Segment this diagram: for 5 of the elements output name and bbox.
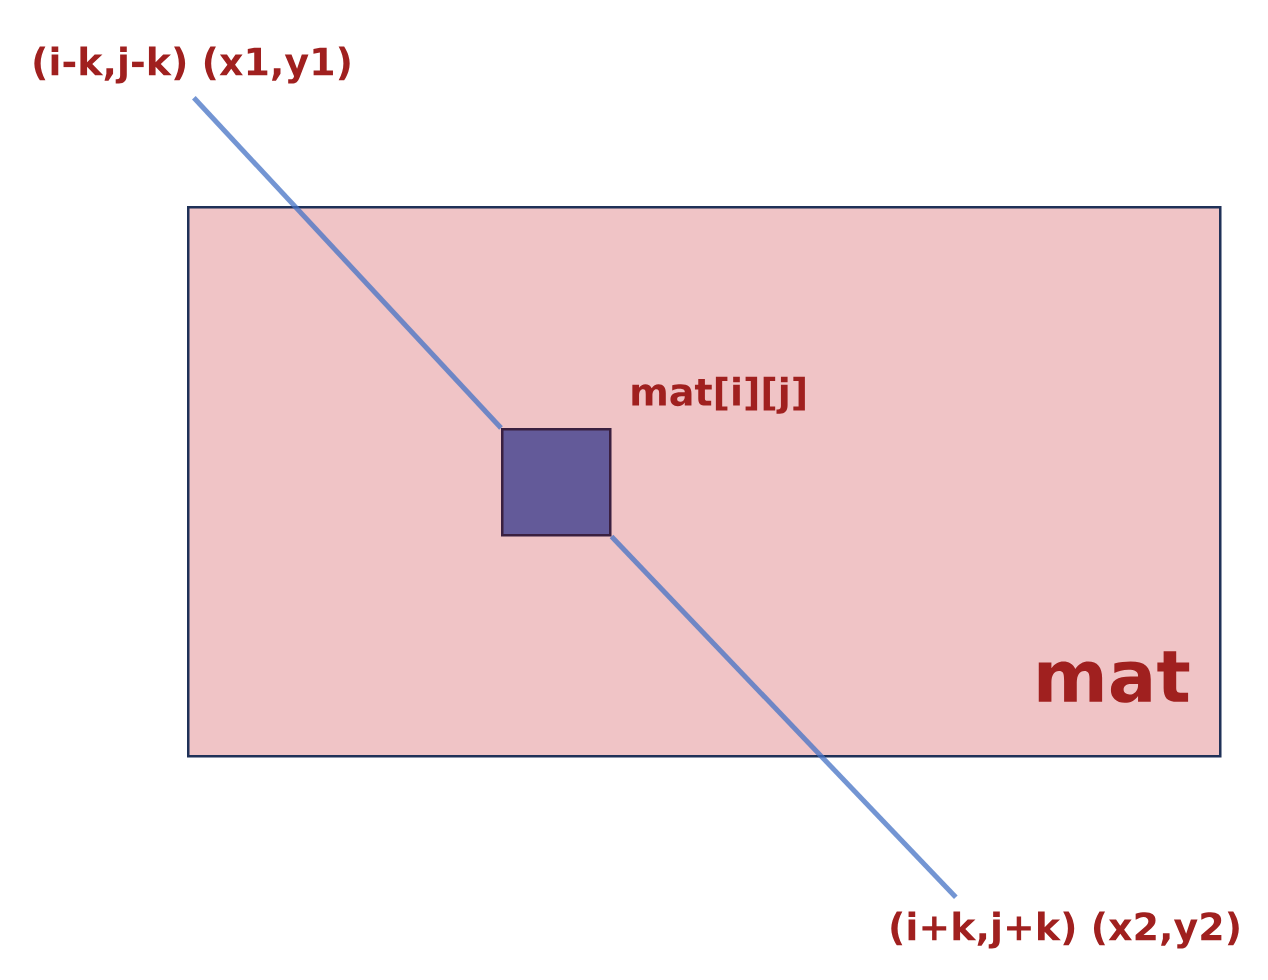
coordinate-label: (i-k,j-k) (x1,y1) [34, 46, 350, 84]
cell-label: mat[i][j] [632, 376, 805, 414]
connector-line [192, 96, 503, 430]
connector-line [609, 534, 958, 899]
coordinate-label: (i+k,j+k) (x2,y2) [891, 911, 1239, 949]
